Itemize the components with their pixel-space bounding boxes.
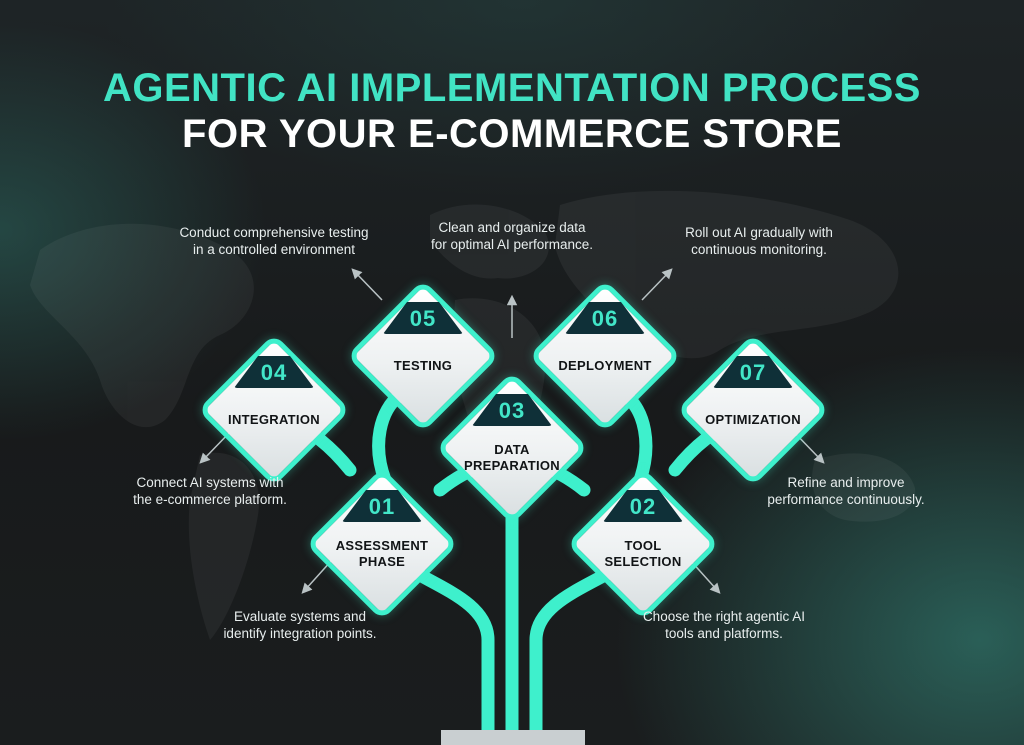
step-label-line2: PREPARATION [464,458,560,473]
desc-line1: Clean and organize data [438,220,586,235]
step-label: ASSESSMENT PHASE [322,538,442,570]
step-label-line2: PHASE [358,554,406,569]
desc-line2: continuous monitoring. [691,242,827,257]
desc-line1: Roll out AI gradually with [685,225,833,240]
step-label-line1: DATA [494,442,530,457]
desc-line2: the e-commerce platform. [133,492,287,507]
step-label: INTEGRATION [228,412,320,427]
step-04-description: Connect AI systems with the e-commerce p… [90,474,330,508]
step-07-description: Refine and improve performance continuou… [726,474,966,508]
desc-line2: performance continuously. [767,492,925,507]
step-05-node: 05 TESTING [346,279,500,433]
step-06-description: Roll out AI gradually with continuous mo… [639,224,879,258]
desc-line1: Connect AI systems with [136,475,284,490]
step-label: TOOL SELECTION [583,538,703,570]
step-01-description: Evaluate systems and identify integratio… [180,608,420,642]
arrow-05 [351,268,383,301]
step-07-node: 07 OPTIMIZATION [676,333,830,487]
step-label: DEPLOYMENT [558,358,652,373]
step-02-description: Choose the right agentic AI tools and pl… [604,608,844,642]
tree-base [441,730,585,745]
desc-line1: Choose the right agentic AI [642,609,806,624]
step-label: TESTING [393,358,453,373]
step-03-node: 03 DATA PREPARATION [435,371,589,525]
desc-line2: tools and platforms. [665,626,783,641]
step-05-description: Conduct comprehensive testing in a contr… [154,224,394,258]
step-06-node: 06 DEPLOYMENT [528,279,682,433]
step-02-node: 02 TOOL SELECTION [566,467,720,621]
step-label: DATA PREPARATION [452,442,572,474]
desc-line2: identify integration points. [223,626,377,641]
desc-line1: Refine and improve [787,475,905,490]
step-01-node: 01 ASSESSMENT PHASE [305,467,459,621]
step-label: OPTIMIZATION [705,412,801,427]
step-03-description: Clean and organize data for optimal AI p… [392,219,632,253]
desc-line1: Conduct comprehensive testing [179,225,369,240]
title-line-1: AGENTIC AI IMPLEMENTATION PROCESS [102,66,921,110]
step-label-line1: TOOL [624,538,662,553]
desc-line2: for optimal AI performance. [430,237,594,252]
desc-line1: Evaluate systems and [233,609,367,624]
arrow-06 [641,268,673,301]
step-04-node: 04 INTEGRATION [197,333,351,487]
title-line-2: FOR YOUR E-COMMERCE STORE [182,112,842,156]
step-label-line2: SELECTION [604,554,682,569]
step-label-line1: ASSESSMENT [335,538,429,553]
desc-line2: in a controlled environment [192,242,356,257]
